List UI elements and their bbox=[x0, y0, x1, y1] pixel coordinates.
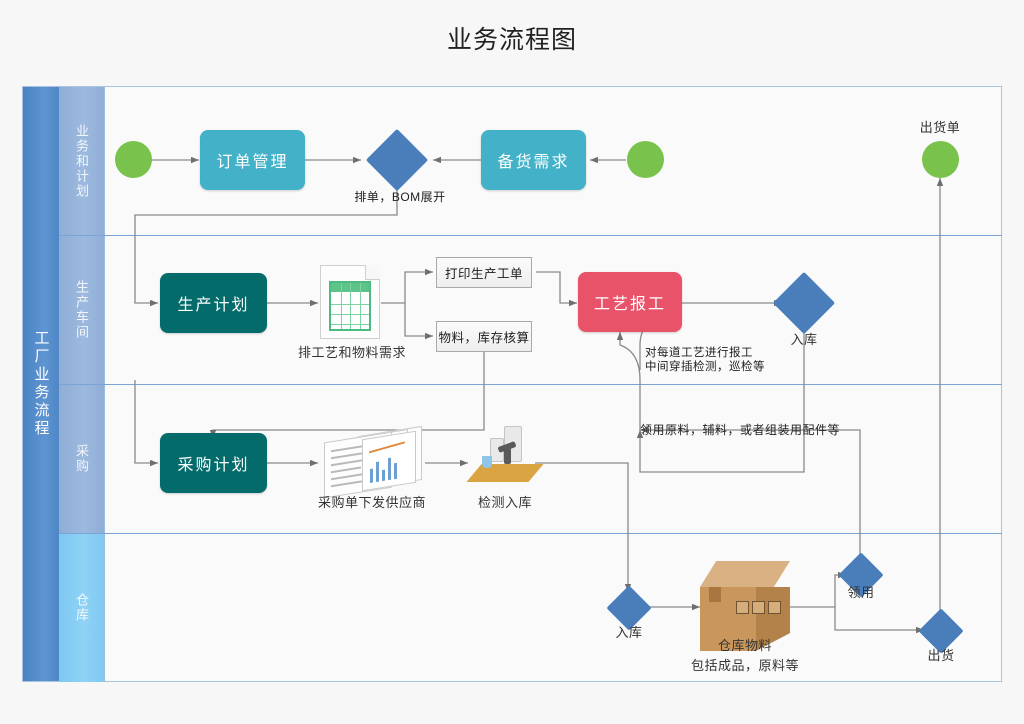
lane-header-purchasing: 采购 bbox=[59, 385, 105, 533]
lab-plate bbox=[466, 464, 544, 482]
node-print-work-order[interactable]: 打印生产工单 bbox=[436, 257, 532, 288]
lane-label-purchasing: 采购 bbox=[74, 444, 89, 474]
label-shipment-note: 出货单 bbox=[919, 120, 961, 135]
node-process-report[interactable]: 工艺报工 bbox=[578, 272, 682, 332]
label-report-note: 对每道工艺进行报工 中间穿插检测，巡检等 bbox=[645, 346, 860, 374]
label-instock-production: 入库 bbox=[790, 332, 818, 347]
lab-scope-body bbox=[504, 448, 511, 464]
pool-header: 工厂业务流程 bbox=[23, 87, 59, 681]
carton-top-flap bbox=[700, 561, 790, 587]
label-instock-warehouse: 入库 bbox=[615, 625, 643, 640]
node-label-order-management: 订单管理 bbox=[216, 154, 289, 171]
lane-header-business-plan: 业务和计划 bbox=[59, 87, 105, 235]
microscope-icon bbox=[466, 426, 544, 484]
lane-production: 生产车间 bbox=[59, 236, 1002, 385]
label-report-note-line1: 对每道工艺进行报工 bbox=[645, 347, 753, 359]
node-purchase-plan[interactable]: 采购计划 bbox=[160, 433, 267, 493]
sheet-grid-vline bbox=[350, 283, 351, 329]
lane-purchasing: 采购 bbox=[59, 385, 1002, 534]
documents-icon bbox=[318, 425, 426, 499]
node-material-inventory[interactable]: 物料，库存核算 bbox=[436, 321, 532, 352]
node-label-stock-demand: 备货需求 bbox=[497, 154, 570, 171]
sheet-grid-hline bbox=[331, 304, 369, 305]
start-node-order[interactable] bbox=[115, 141, 152, 178]
node-label-purchase-plan: 采购计划 bbox=[177, 457, 250, 474]
sheet-grid-vline bbox=[340, 283, 342, 329]
label-ship: 出货 bbox=[927, 648, 955, 663]
carton-mark-thisway bbox=[752, 601, 765, 614]
label-warehouse-material-line2: 包括成品，原料等 bbox=[690, 658, 799, 673]
label-warehouse-material-line1: 仓库物料 bbox=[717, 638, 772, 653]
lab-flask bbox=[482, 456, 492, 468]
node-label-material-inventory: 物料，库存核算 bbox=[438, 331, 530, 345]
label-pick: 领用 bbox=[847, 585, 875, 600]
sheet-fold bbox=[365, 265, 380, 280]
lane-label-production: 生产车间 bbox=[74, 280, 89, 340]
carton-handling-marks bbox=[736, 601, 781, 614]
lane-body-warehouse bbox=[105, 534, 1002, 682]
pool-label: 工厂业务流程 bbox=[32, 330, 50, 438]
label-issue-material-note: 领用原料，辅料，或者组装用配件等 bbox=[640, 423, 841, 437]
sheet-grid-hline bbox=[331, 324, 369, 325]
lane-label-business-plan: 业务和计划 bbox=[74, 123, 89, 199]
label-report-note-line2: 中间穿插检测，巡检等 bbox=[645, 361, 765, 373]
node-order-management[interactable]: 订单管理 bbox=[200, 130, 305, 190]
lane-warehouse: 仓库 bbox=[59, 534, 1002, 682]
label-po-to-supplier: 采购单下发供应商 bbox=[317, 495, 426, 510]
page-title: 业务流程图 bbox=[446, 27, 577, 54]
warehouse-box-icon bbox=[700, 561, 790, 651]
sheet-grid-vline bbox=[359, 283, 361, 329]
node-label-production-plan: 生产计划 bbox=[177, 297, 250, 314]
carton-mark-fragile bbox=[736, 601, 749, 614]
carton-tab bbox=[709, 587, 721, 602]
label-bom-expand: 排单，BOM展开 bbox=[354, 190, 446, 204]
lane-label-warehouse: 仓库 bbox=[74, 593, 89, 623]
sheet-grid bbox=[329, 281, 371, 331]
lane-header-production: 生产车间 bbox=[59, 236, 105, 384]
node-stock-demand[interactable]: 备货需求 bbox=[481, 130, 586, 190]
spreadsheet-icon bbox=[320, 265, 380, 339]
node-production-plan[interactable]: 生产计划 bbox=[160, 273, 267, 333]
start-node-stock-demand[interactable] bbox=[627, 141, 664, 178]
carton-mark-recycle bbox=[768, 601, 781, 614]
label-inspect-instock: 检测入库 bbox=[477, 495, 532, 510]
node-label-process-report: 工艺报工 bbox=[593, 296, 666, 313]
lane-header-warehouse: 仓库 bbox=[59, 534, 105, 682]
doc-sheet-chart bbox=[362, 430, 416, 492]
end-node-shipment[interactable] bbox=[922, 141, 959, 178]
lane-business-plan: 业务和计划 bbox=[59, 87, 1002, 236]
sheet-grid-hline bbox=[331, 314, 369, 315]
label-warehouse-material: 仓库物料 包括成品，原料等 bbox=[670, 636, 820, 676]
label-craft-material-plan: 排工艺和物料需求 bbox=[297, 345, 406, 360]
node-label-print-work-order: 打印生产工单 bbox=[444, 267, 523, 281]
